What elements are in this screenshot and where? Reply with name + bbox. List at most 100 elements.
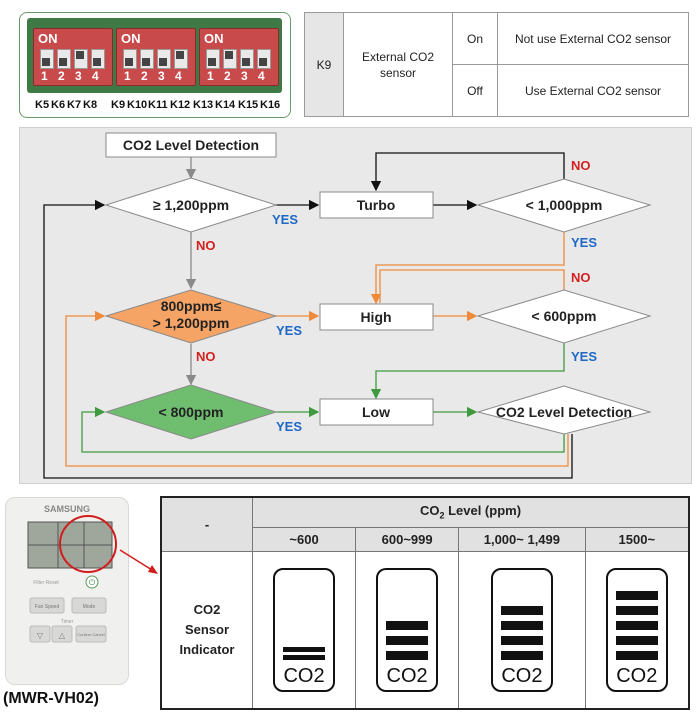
no-label-d2: NO <box>571 158 591 173</box>
k9-setting-cell: External CO2 sensor <box>343 12 453 117</box>
decision-600-label: < 600ppm <box>532 308 597 324</box>
dip-on-label: ON <box>38 31 58 46</box>
k-label: K14 <box>215 99 236 111</box>
k-label: K5 <box>35 99 50 111</box>
indicator-bar <box>500 620 543 630</box>
indicator-cell: CO2 <box>251 550 357 710</box>
dip-number: 4 <box>258 69 265 83</box>
row-label: CO2 Sensor Indicator <box>160 550 253 710</box>
column-header: 600~999 <box>355 526 460 552</box>
dip-number: 1 <box>124 69 131 83</box>
dip-number: 1 <box>207 69 214 83</box>
dip-number: 2 <box>58 69 65 83</box>
co2-indicator: CO2 <box>490 567 553 692</box>
low-box <box>319 398 434 426</box>
arrow-end-d3 <box>65 310 569 467</box>
high-label: High <box>360 309 391 325</box>
dip-number: 4 <box>175 69 182 83</box>
turbo-box <box>319 191 434 219</box>
remote-filter-label: Filter Reset <box>33 580 59 586</box>
table-corner: - <box>160 496 253 552</box>
mode-label: Mode <box>83 604 96 610</box>
indicator-bar <box>500 605 543 615</box>
indicator-bar <box>615 635 658 645</box>
mode-button <box>71 597 107 614</box>
display-highlight-circle <box>59 515 117 573</box>
k-label: K8 <box>83 99 98 111</box>
up-button <box>51 625 73 643</box>
no-label-d4: NO <box>571 270 591 285</box>
down-arrow-icon: ▽ <box>37 631 44 640</box>
co2-indicator: CO2 <box>273 567 336 692</box>
column-header: 1500~ <box>584 526 690 552</box>
decision-below-800 <box>104 384 278 440</box>
indicator-bar <box>386 650 429 660</box>
decision-1200-label: ≥ 1,200ppm <box>153 197 229 213</box>
co2-flowchart: CO2 Level Detection ≥ 1,200ppm Turbo < 1… <box>19 127 692 484</box>
remote-brand: SAMSUNG <box>44 504 90 514</box>
dip-on-label: ON <box>121 31 141 46</box>
end-detection-label: CO2 Level Detection <box>496 404 632 420</box>
dip-switch-panel: ON 1 2 3 4 ON 1 2 3 4 ON 1 <box>19 12 291 118</box>
indicator-cell: CO2 <box>584 550 690 710</box>
table-header: CO2 Level (ppm) <box>252 496 690 528</box>
k-label: K13 <box>193 99 214 111</box>
turbo-label: Turbo <box>357 197 396 213</box>
indicator-bar <box>386 620 429 630</box>
dip-number: 3 <box>158 69 165 83</box>
dip-number: 2 <box>224 69 231 83</box>
arrow-d4-no-high <box>379 269 565 303</box>
indicator-bar <box>615 590 658 600</box>
no-label-d1: NO <box>196 238 216 253</box>
dip-number: 3 <box>241 69 248 83</box>
k9-state-off: Off <box>452 64 498 117</box>
decision-1000-label: < 1,000ppm <box>526 197 603 213</box>
arrow-end-d5 <box>81 406 565 453</box>
indicator-bar <box>615 650 658 660</box>
yes-label-d3: YES <box>276 323 302 338</box>
decision-800-1200-line2: > 1,200ppm <box>153 315 230 331</box>
indicator-bar <box>283 654 326 660</box>
decision-800-1200 <box>104 289 278 344</box>
dip-number: 3 <box>75 69 82 83</box>
end-detection <box>476 385 652 435</box>
k-label: K7 <box>67 99 82 111</box>
decision-800-1200-line1: 800ppm≤ <box>161 298 222 314</box>
dip-switch-block-3: ON 1 2 3 4 <box>199 28 279 86</box>
indicator-bar <box>615 620 658 630</box>
decision-below-800-label: < 800ppm <box>159 404 224 420</box>
down-button <box>29 625 51 643</box>
indicator-bar <box>615 605 658 615</box>
confirm-cancel-button <box>75 625 107 643</box>
k9-state-on: On <box>452 12 498 65</box>
k9-key-cell: K9 <box>304 12 344 117</box>
dip-number: 1 <box>41 69 48 83</box>
pointer-arrow-icon <box>119 549 158 574</box>
column-header: 1,000~ 1,499 <box>458 526 586 552</box>
remote-model: (MWR-VH02) <box>3 690 99 707</box>
indicator-bar <box>283 646 326 652</box>
yes-label-d5: YES <box>276 419 302 434</box>
start-label: CO2 Level Detection <box>123 137 259 153</box>
arrow-end-d1 <box>43 199 573 479</box>
start-box <box>105 132 277 158</box>
remote-controller: SAMSUNG Filter Reset ⏻ Fan Speed Mode Ti… <box>5 497 129 685</box>
indicator-bar <box>386 635 429 645</box>
k-label: K16 <box>260 99 281 111</box>
k9-desc-off: Use External CO2 sensor <box>497 64 689 117</box>
k-label: K6 <box>51 99 66 111</box>
indicator-bar <box>500 635 543 645</box>
indicator-cell: CO2 <box>458 550 586 710</box>
arrow-d2-yes-high <box>370 232 565 305</box>
high-box <box>319 303 434 331</box>
dip-switch-photo: ON 1 2 3 4 ON 1 2 3 4 ON 1 <box>27 18 282 93</box>
k-label: K10 <box>127 99 148 111</box>
indicator-bar <box>500 650 543 660</box>
power-icon <box>85 575 99 589</box>
up-arrow-icon: △ <box>59 631 66 640</box>
indicator-cell: CO2 <box>355 550 460 710</box>
low-label: Low <box>362 404 390 420</box>
fan-speed-button <box>29 597 65 614</box>
co2-indicator: CO2 <box>376 567 439 692</box>
k9-setting-table: K9 External CO2 sensor On Not use Extern… <box>304 12 689 117</box>
